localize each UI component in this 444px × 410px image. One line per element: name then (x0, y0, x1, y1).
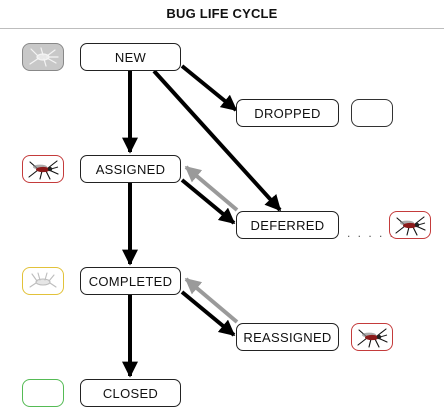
title-divider (0, 28, 444, 29)
mosquito-icon (28, 160, 59, 180)
state-closed: CLOSED (80, 379, 181, 407)
state-assigned: ASSIGNED (80, 155, 181, 183)
arrow-assigned-to-deferred (180, 178, 236, 225)
state-reassigned: REASSIGNED (236, 323, 339, 351)
dead-bug-icon (29, 272, 57, 288)
arrow-deferred-to-assigned (184, 165, 239, 212)
assigned-badge (22, 155, 64, 183)
state-completed: COMPLETED (80, 267, 181, 295)
arrow-reassigned-to-completed (184, 277, 239, 324)
deferred-connector-dots: . . . . . (347, 226, 396, 240)
state-deferred: DEFERRED (236, 211, 339, 239)
reassigned-badge (351, 323, 393, 351)
pale-bug-icon (29, 47, 59, 67)
dropped-badge (351, 99, 393, 127)
deferred-badge (389, 211, 431, 239)
arrow-completed-to-reassigned (180, 290, 236, 337)
state-dropped: DROPPED (236, 99, 339, 127)
closed-badge (22, 379, 64, 407)
state-new: NEW (80, 43, 181, 71)
new-badge (22, 43, 64, 71)
mosquito-icon (395, 216, 426, 236)
completed-badge (22, 267, 64, 295)
mosquito-icon (357, 328, 388, 348)
arrow-new-to-deferred (152, 69, 282, 212)
diagram-title: BUG LIFE CYCLE (166, 6, 278, 21)
arrow-new-to-dropped (180, 64, 238, 112)
